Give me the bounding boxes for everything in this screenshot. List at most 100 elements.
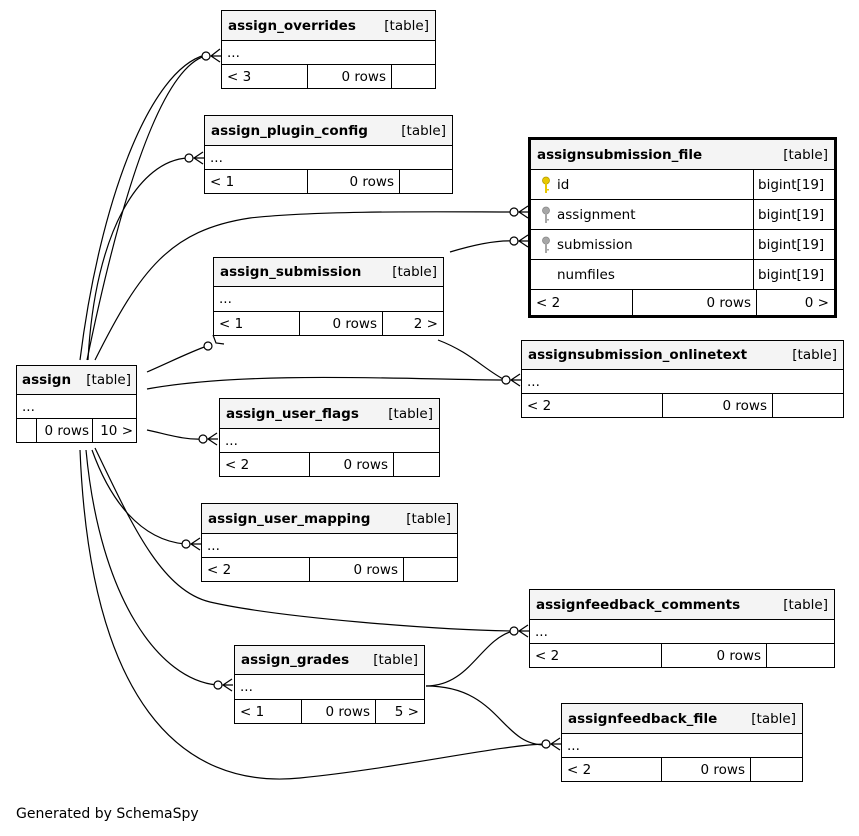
edge-submission-submissionfile <box>449 240 514 253</box>
edge-end-sf-submission <box>509 236 519 246</box>
parent-count: < 2 <box>536 294 561 311</box>
column-row-submission: submission bigint[19] <box>531 229 834 259</box>
edge-end-userflags <box>198 434 208 444</box>
edge-assign-grades <box>85 449 218 686</box>
child-count <box>403 558 457 581</box>
edge-assign-overrides <box>79 54 206 361</box>
table-footer: < 1 0 rows 5 > <box>235 699 424 723</box>
table-footer: < 2 0 rows 0 > <box>531 289 834 315</box>
table-assignfeedback-comments[interactable]: assignfeedback_comments [table] ... < 2 … <box>529 589 835 668</box>
edge-end-submission <box>203 341 213 351</box>
table-body: ... <box>202 533 457 557</box>
edge-end-onlinetext <box>501 375 511 385</box>
table-footer: < 2 0 rows <box>522 393 843 417</box>
parent-count <box>17 419 36 442</box>
table-name: assign_overrides <box>228 17 356 34</box>
table-body: ... <box>562 733 802 757</box>
row-count: 0 rows <box>662 394 772 417</box>
table-body: ... <box>530 619 834 643</box>
table-type: [table] <box>388 405 433 422</box>
table-assignfeedback-file[interactable]: assignfeedback_file [table] ... < 2 0 ro… <box>561 703 803 782</box>
parent-count: < 1 <box>210 173 235 190</box>
edge-assign-onlinetext <box>146 376 506 390</box>
column-name: id <box>557 176 570 193</box>
row-count: 0 rows <box>661 644 766 667</box>
table-assign-overrides[interactable]: assign_overrides [table] ... < 3 0 rows <box>221 10 436 89</box>
parent-count: < 2 <box>225 456 250 473</box>
parent-count: < 2 <box>567 761 592 778</box>
table-header: assign_user_flags [table] <box>220 399 439 428</box>
table-name: assign_submission <box>220 264 362 280</box>
generated-by-footer: Generated by SchemaSpy <box>16 806 199 822</box>
crowfoot-onlinetext <box>509 373 521 387</box>
parent-count: < 1 <box>240 703 265 720</box>
parent-count: < 1 <box>219 315 244 332</box>
table-assign-user-mapping[interactable]: assign_user_mapping [table] ... < 2 0 ro… <box>201 503 458 582</box>
table-type: [table] <box>406 510 451 527</box>
column-type: bigint[19] <box>753 230 834 259</box>
child-count: 10 > <box>92 419 136 442</box>
table-assignsubmission-onlinetext[interactable]: assignsubmission_onlinetext [table] ... … <box>521 340 844 418</box>
row-count: 0 rows <box>307 170 399 193</box>
edge-assign-plugin-config <box>87 157 189 361</box>
crowfoot-usermapping <box>189 537 201 551</box>
edge-assign-overrides-2 <box>86 55 206 361</box>
table-body: ... <box>235 674 424 699</box>
row-count: 0 rows <box>309 453 393 476</box>
table-assign-submission[interactable]: assign_submission [table] ... < 1 0 rows… <box>213 257 444 336</box>
child-count <box>391 65 435 88</box>
table-body: ... <box>205 145 452 169</box>
table-footer: < 2 0 rows <box>202 557 457 581</box>
edge-assign-feedbackfile <box>79 449 546 780</box>
table-type: [table] <box>401 122 446 139</box>
crowfoot-submission <box>212 334 225 345</box>
primary-key-icon <box>535 176 557 194</box>
table-name: assign_grades <box>241 652 350 668</box>
table-header: assign_grades [table] <box>235 646 424 674</box>
edge-grades-feedbackfile <box>425 685 546 746</box>
row-count: 0 rows <box>661 758 750 781</box>
row-count: 0 rows <box>632 290 756 315</box>
foreign-key-icon <box>535 236 557 254</box>
table-body: ... <box>220 428 439 452</box>
column-name: numfiles <box>557 266 615 283</box>
crowfoot-userflags <box>206 432 218 446</box>
child-count <box>399 170 452 193</box>
child-count: 5 > <box>375 700 424 723</box>
foreign-key-icon <box>535 206 557 224</box>
child-count: 2 > <box>382 312 443 335</box>
crowfoot-grades <box>221 678 233 692</box>
parent-count: < 2 <box>527 397 552 414</box>
column-type: bigint[19] <box>753 260 834 289</box>
table-footer: < 2 0 rows <box>562 757 802 781</box>
table-footer: < 1 0 rows <box>205 169 452 193</box>
child-count <box>766 644 834 667</box>
edge-grades-feedbackcomments <box>425 630 514 687</box>
table-footer: < 2 0 rows <box>220 452 439 476</box>
table-header: assignfeedback_comments [table] <box>530 590 834 619</box>
table-header: assignsubmission_file [table] <box>531 140 834 169</box>
table-header: assign_overrides [table] <box>222 11 435 40</box>
table-header: assign_submission [table] <box>214 258 443 286</box>
edge-end-usermapping <box>181 539 191 549</box>
column-type: bigint[19] <box>753 200 834 229</box>
table-name: assign_user_flags <box>226 405 359 422</box>
column-name: submission <box>557 236 633 253</box>
table-body: ... <box>214 286 443 311</box>
table-assignsubmission-file[interactable]: assignsubmission_file [table] id bigint[… <box>528 137 837 318</box>
edge-assign-usermapping <box>91 449 186 545</box>
table-assign[interactable]: assign [table] ... 0 rows 10 > <box>16 365 137 443</box>
table-footer: < 3 0 rows <box>222 64 435 88</box>
table-body: ... <box>522 369 843 393</box>
table-assign-grades[interactable]: assign_grades [table] ... < 1 0 rows 5 > <box>234 645 425 724</box>
table-footer: 0 rows 10 > <box>17 418 136 442</box>
table-name: assignsubmission_file <box>537 146 703 163</box>
table-footer: < 2 0 rows <box>530 643 834 667</box>
child-count: 0 > <box>756 290 834 315</box>
table-type: [table] <box>783 596 828 613</box>
table-assign-plugin-config[interactable]: assign_plugin_config [table] ... < 1 0 r… <box>204 115 453 194</box>
column-row-numfiles: numfiles bigint[19] <box>531 259 834 289</box>
table-assign-user-flags[interactable]: assign_user_flags [table] ... < 2 0 rows <box>219 398 440 477</box>
crowfoot-feedbackfile <box>549 737 561 751</box>
